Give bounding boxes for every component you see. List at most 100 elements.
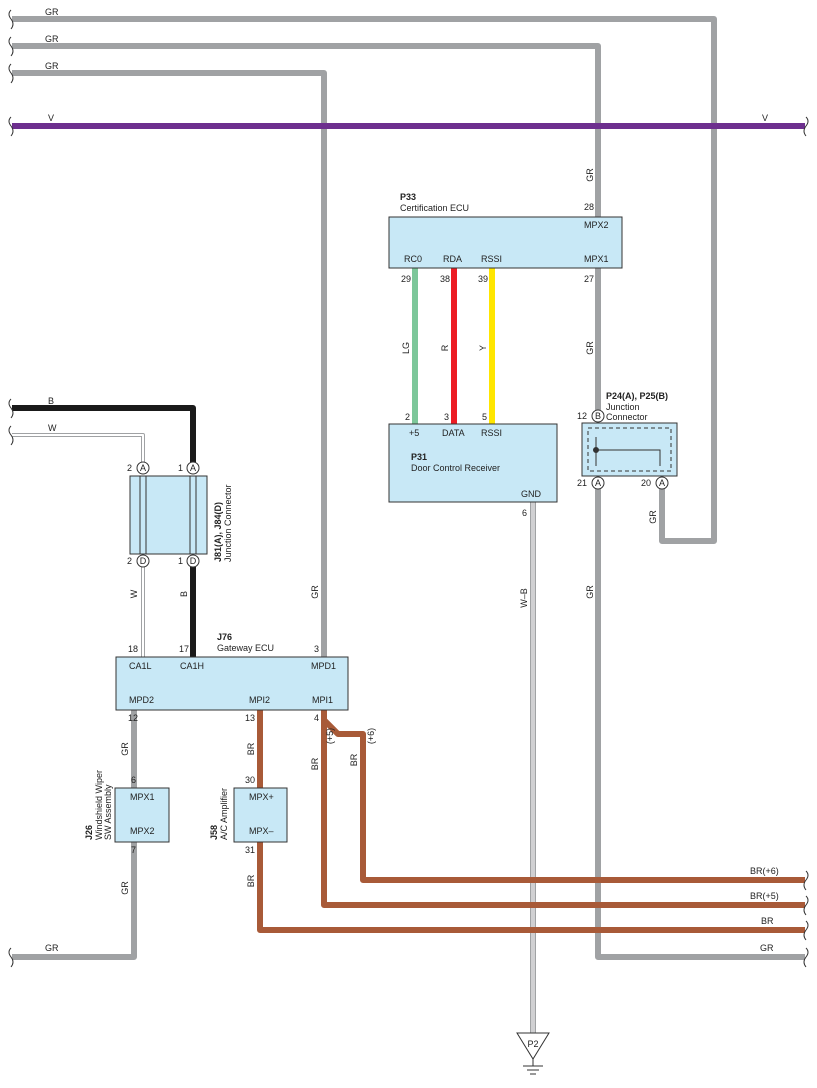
p33-box xyxy=(388,216,623,269)
p33-labels: P33 Certification ECU RC0 RDA RSSI MPX2 … xyxy=(400,192,609,284)
j81-pin-1a-connector xyxy=(186,461,200,475)
break-left-3 xyxy=(8,63,14,84)
p24-pin-20-connector-letter: A xyxy=(659,478,665,488)
break-right-3 xyxy=(803,895,809,916)
p33-terminal-rda: RDA xyxy=(443,254,462,264)
break-right-5 xyxy=(803,947,809,968)
j76-pin-3: 3 xyxy=(314,644,319,654)
j76-terminal-mpd1: MPD1 xyxy=(311,661,336,671)
bus-label-right-2: BR(+6) xyxy=(750,866,779,876)
j58-pin-30: 30 xyxy=(245,775,255,785)
internal-wiring xyxy=(139,427,672,554)
wire-gr-second xyxy=(12,43,601,218)
p33-terminal-rssi: RSSI xyxy=(481,254,502,264)
wire-break-marks xyxy=(8,9,809,968)
p24-code: P24(A), P25(B) xyxy=(606,391,668,401)
j26-labels: 6 MPX1 MPX2 7 J26 Windshield Wiper SW As… xyxy=(84,770,155,855)
p33-pin-27: 27 xyxy=(584,274,594,284)
j81-pin-1a: 1 xyxy=(178,463,183,473)
j58-terminal-mpx-minus: MPX– xyxy=(249,826,274,836)
j81-pin-1d: 1 xyxy=(178,556,183,566)
p24-pin-21: 21 xyxy=(577,478,587,488)
p24-name-1: Junction xyxy=(606,402,640,412)
j81-pin-2a-connector xyxy=(136,461,150,475)
bus-label-left-1: GR xyxy=(45,7,59,17)
j58-box xyxy=(233,787,288,843)
j26-code: J26 xyxy=(84,825,94,840)
j81-pin-2a-connector-letter: A xyxy=(140,463,146,473)
bus-label-left-4: V xyxy=(48,113,54,123)
wire-br-plus6 xyxy=(321,717,805,883)
bus-labels: GR GR GR V B W GR V BR(+6) BR(+5) BR GR xyxy=(45,7,779,953)
break-left-4 xyxy=(8,116,14,137)
j76-pin-12: 12 xyxy=(128,713,138,723)
ground-symbol: P2 xyxy=(516,1032,550,1075)
j58-labels: 30 MPX+ MPX– 31 J58 A/C Amplifier xyxy=(209,775,274,855)
j58-code: J58 xyxy=(209,825,219,840)
p33-name: Certification ECU xyxy=(400,203,469,213)
bus-label-right-1: V xyxy=(762,113,768,123)
j81-pin-1d-connector-letter: D xyxy=(190,556,197,566)
j76-terminal-mpi2: MPI2 xyxy=(249,695,270,705)
label-br-p5: BR xyxy=(310,757,320,770)
j81-pin-1a-connector-letter: A xyxy=(190,463,196,473)
j76-terminal-ca1h: CA1H xyxy=(180,661,204,671)
wire-b xyxy=(12,405,196,465)
ground-triangle xyxy=(516,1032,550,1060)
label-w-j81: W xyxy=(129,589,139,598)
bus-label-left-2: GR xyxy=(45,34,59,44)
j76-box xyxy=(115,656,349,711)
break-right-2 xyxy=(803,870,809,891)
label-b-j81: B xyxy=(179,591,189,597)
label-p5: (+5) xyxy=(325,728,335,744)
j76-pin-4: 4 xyxy=(314,713,319,723)
bus-label-right-3: BR(+5) xyxy=(750,891,779,901)
label-br-j58-out: BR xyxy=(246,874,256,887)
p31-box xyxy=(388,423,558,503)
p24-labels: P24(A), P25(B) Junction Connector 12 21 … xyxy=(577,391,668,488)
p33-code: P33 xyxy=(400,192,416,202)
j58-terminal-mpx-plus: MPX+ xyxy=(249,792,274,802)
connector-markers: B A A A A D D xyxy=(136,409,669,568)
j81-pin-2a: 2 xyxy=(127,463,132,473)
wire-gr-top xyxy=(12,16,717,544)
bus-label-left-3: GR xyxy=(45,61,59,71)
j76-terminal-ca1l: CA1L xyxy=(129,661,152,671)
wire-gr-j26-out xyxy=(12,842,137,960)
label-gr-p24-loop: GR xyxy=(648,510,658,524)
p31-name: Door Control Receiver xyxy=(411,463,500,473)
p33-pin-28: 28 xyxy=(584,202,594,212)
p24-pin-12-connector xyxy=(591,409,605,423)
p33-pin-29: 29 xyxy=(401,274,411,284)
j58-pin-31: 31 xyxy=(245,845,255,855)
p24-pin-20: 20 xyxy=(641,478,651,488)
p31-labels: 2 3 5 +5 DATA RSSI P31 Door Control Rece… xyxy=(405,412,542,518)
p24-pin-12-connector-letter: B xyxy=(595,411,601,421)
j76-code: J76 xyxy=(217,632,232,642)
p24-pin-12: 12 xyxy=(577,411,587,421)
p24-pin-21-connector-letter: A xyxy=(595,478,601,488)
break-left-1 xyxy=(8,9,14,30)
wire-br-j58-out xyxy=(257,842,805,933)
j26-terminal-mpx2: MPX2 xyxy=(130,826,155,836)
ground-label: P2 xyxy=(527,1039,538,1049)
j81-pin-2d-connector xyxy=(136,554,150,568)
j58-name: A/C Amplifier xyxy=(219,788,229,840)
p24-pin-20-connector xyxy=(655,476,669,490)
j76-pin-18: 18 xyxy=(128,644,138,654)
label-gr-j76-in: GR xyxy=(310,585,320,599)
wires xyxy=(12,16,805,1033)
p31-terminal-rssi: RSSI xyxy=(481,428,502,438)
j26-name-2: SW Assembly xyxy=(103,784,113,840)
p24-pin-21-connector xyxy=(591,476,605,490)
j76-terminal-mpd2: MPD2 xyxy=(129,695,154,705)
label-r: R xyxy=(440,344,450,351)
label-gr-j26-in: GR xyxy=(120,742,130,756)
j26-box xyxy=(114,787,170,843)
break-left-5 xyxy=(8,398,14,419)
label-w-b: W–B xyxy=(519,588,529,608)
p31-pin-2: 2 xyxy=(405,412,410,422)
label-br-p6: BR xyxy=(349,753,359,766)
label-p6: (+6) xyxy=(366,728,376,744)
label-lg: LG xyxy=(401,342,411,354)
